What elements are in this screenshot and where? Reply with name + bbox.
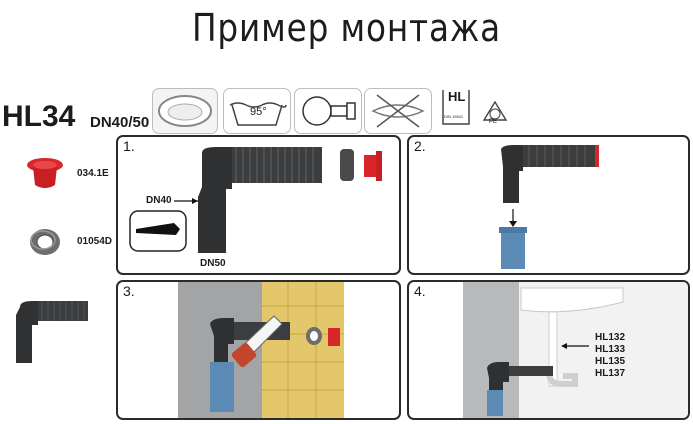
step-1-panel: 1. DN40 DN50 [116, 135, 401, 275]
siphon-connection-icon [294, 88, 362, 134]
hl-norm-icon: HL DIN 19541 [439, 86, 473, 132]
dn40-label: DN40 [146, 195, 172, 206]
dn50-label: DN50 [200, 258, 226, 269]
temperature-label: 95° [250, 106, 267, 118]
part-code-plug: 034.1E [77, 168, 109, 179]
part-seal [28, 228, 62, 258]
pe-label: PE [489, 119, 498, 125]
step-3-panel: 3. [116, 280, 401, 420]
washbasin-icon [152, 88, 218, 134]
hl-norm-sublabel: DIN 19541 [444, 114, 464, 119]
part-plug [24, 155, 68, 195]
no-bending-icon [364, 88, 432, 134]
step-number: 4. [414, 283, 426, 299]
step-2-panel: 2. [407, 135, 690, 275]
code-hl132: HL132 [595, 332, 626, 343]
code-hl137: HL137 [595, 368, 626, 379]
code-hl133: HL133 [595, 344, 626, 355]
step-4-panel: 4. HL132 HL133 HL135 HL137 [407, 280, 690, 420]
compatible-codes: HL132 HL133 HL135 HL137 [595, 332, 625, 380]
hl-norm-label: HL [448, 89, 466, 104]
pe-recycle-icon: PE [482, 100, 508, 126]
page-title: Пример монтажа [191, 6, 502, 50]
product-model: HL34 [2, 100, 76, 133]
step-number: 1. [123, 138, 135, 154]
part-elbow [12, 295, 92, 365]
hot-water-icon: 95° [223, 88, 291, 134]
part-code-seal: 01054D [77, 236, 113, 247]
code-hl135: HL135 [595, 356, 626, 367]
product-dn: DN40/50 [90, 114, 150, 131]
step-number: 3. [123, 283, 135, 299]
step-number: 2. [414, 138, 426, 154]
